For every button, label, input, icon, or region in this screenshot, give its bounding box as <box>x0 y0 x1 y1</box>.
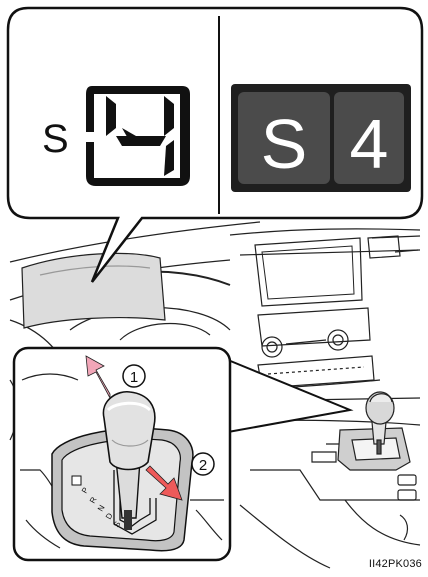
multi-info-display: S 4 <box>231 84 411 192</box>
display-digit: 4 <box>350 105 389 183</box>
background-shift-lever <box>338 392 410 470</box>
step-2-badge: 2 <box>192 453 214 475</box>
step-1-badge: 1 <box>123 365 145 387</box>
display-letter: S <box>261 105 308 183</box>
shifter-inset: P R N D S 1 2 <box>14 348 350 560</box>
gear-letter: S <box>42 117 69 161</box>
step-2-label: 2 <box>199 457 207 474</box>
step-1-label: 1 <box>130 369 138 386</box>
figure-id: II42PK036 <box>369 558 422 570</box>
